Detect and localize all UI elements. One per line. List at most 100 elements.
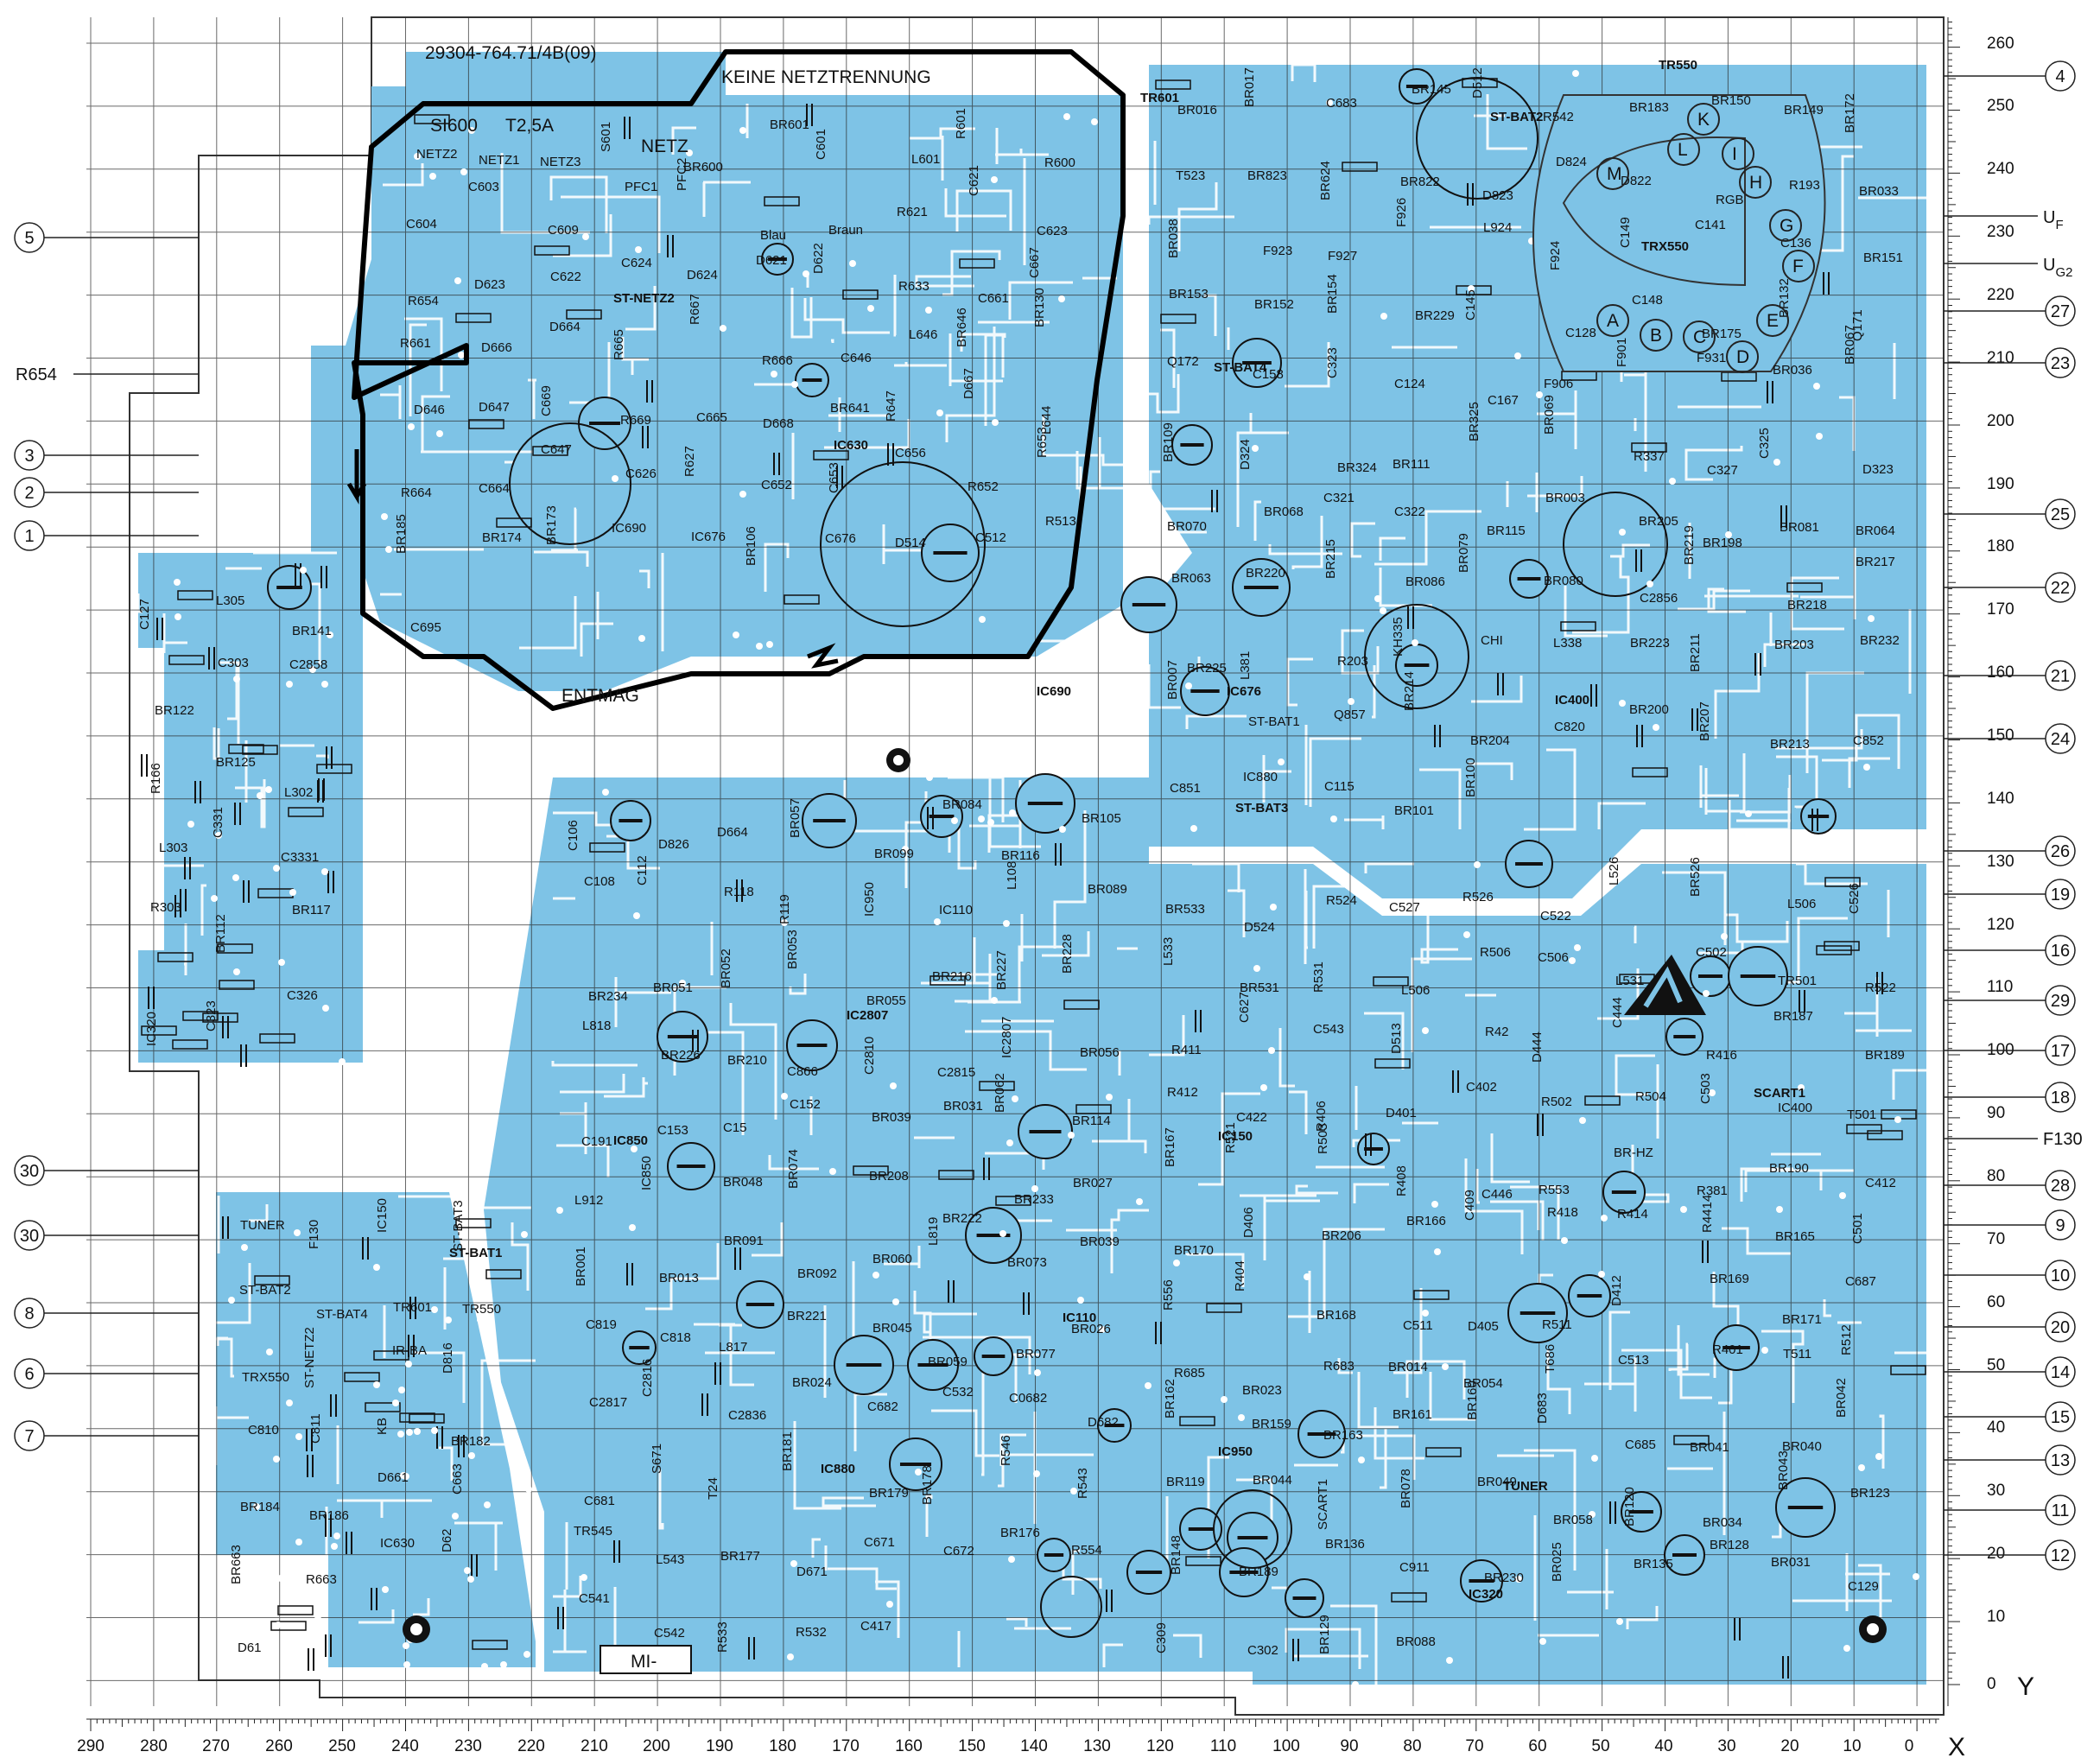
solder-pad: [414, 153, 421, 160]
component-label: D61: [238, 1641, 262, 1655]
x-tick-label: 180: [769, 1737, 796, 1755]
resistor-symbol: [157, 952, 194, 962]
large-component-outline: [509, 422, 631, 545]
copper-trace: [1160, 328, 1176, 388]
component-label: BR217: [1856, 555, 1895, 569]
solder-pad: [1572, 70, 1579, 77]
copper-trace: [1291, 516, 1323, 569]
component-label: C653: [827, 462, 841, 493]
component-label: R512: [1839, 1324, 1854, 1355]
component-label: C503: [1698, 1073, 1713, 1104]
solder-pad: [257, 792, 263, 799]
copper-trace: [1263, 1196, 1320, 1260]
component-label: BR228: [1060, 934, 1075, 974]
component-label: BR160: [1465, 1380, 1480, 1420]
component-label: BR166: [1406, 1214, 1446, 1228]
component-label: C532: [942, 1385, 974, 1399]
solder-pad: [1703, 990, 1710, 997]
component-label: TR601: [393, 1300, 432, 1315]
copper-trace: [1372, 665, 1376, 719]
component-label: R542: [1543, 110, 1574, 124]
y-tick-label: 260: [1987, 35, 2014, 53]
copper-trace: [1374, 1407, 1424, 1460]
component-label: C409: [1462, 1190, 1477, 1221]
solder-pad: [791, 381, 798, 388]
component-label: BR226: [661, 1048, 701, 1063]
component-label: R546: [999, 1435, 1013, 1466]
component-label: L108: [1005, 861, 1019, 890]
component-label: D512: [1470, 67, 1485, 98]
board-label-connector: ST-BAT2: [1490, 110, 1543, 124]
component-label: RGB: [1716, 193, 1744, 207]
crt-pin-pad: [1756, 304, 1789, 337]
copper-trace: [1236, 431, 1289, 527]
board-label-connector: ST-BAT1: [449, 1246, 502, 1260]
copper-trace: [1610, 543, 1650, 558]
solder-pad: [1442, 1363, 1449, 1370]
x-tick-label: 200: [643, 1737, 670, 1755]
solder-pad: [403, 1642, 409, 1649]
copper-trace: [998, 1448, 1005, 1488]
component-label: BR001: [574, 1247, 588, 1286]
solder-pad: [187, 821, 194, 828]
component-label: R381: [1697, 1184, 1728, 1198]
component-label: R511: [1542, 1317, 1572, 1332]
solder-pad: [1761, 1347, 1768, 1354]
solder-pad: [1863, 764, 1870, 771]
x-tick-label: 240: [391, 1737, 419, 1755]
copper-trace: [1707, 587, 1746, 613]
component-label: C167: [1488, 393, 1519, 408]
component-label: R502: [1541, 1095, 1572, 1109]
board-label-ic: IC676: [1227, 684, 1261, 699]
copper-trace: [645, 1243, 720, 1311]
solder-pad: [398, 1387, 405, 1393]
crt-pin-letter: M: [1607, 164, 1622, 184]
solder-pad: [1070, 1488, 1077, 1495]
y-tick-label: 20: [1987, 1545, 2005, 1563]
solder-pad: [392, 1399, 399, 1406]
solder-pad: [633, 912, 640, 919]
callout-number: 3: [24, 447, 34, 466]
callout-number: 15: [2051, 1408, 2070, 1427]
x-axis-title: X: [1948, 1733, 1965, 1758]
component-label: D664: [549, 320, 581, 334]
callout-number: 27: [2051, 302, 2070, 321]
solder-pad: [309, 666, 316, 673]
component-label: BR122: [155, 703, 194, 718]
copper-trace: [942, 250, 1001, 296]
solder-pad: [915, 1469, 922, 1476]
resistor-symbol: [472, 1640, 508, 1650]
y-tick-label: 220: [1987, 286, 2014, 304]
callout-label-base: U: [2043, 256, 2055, 275]
solder-pad: [1221, 1396, 1228, 1403]
callout-number: 25: [2051, 505, 2070, 524]
crt-pin-letter: F: [1792, 257, 1804, 276]
solder-pad: [631, 1146, 638, 1152]
solder-pad: [978, 816, 985, 822]
resistor-symbol: [1456, 285, 1492, 295]
copper-trace: [1626, 1606, 1659, 1629]
solder-pad: [300, 567, 307, 574]
copper-trace: [413, 1598, 430, 1616]
solder-pad: [679, 980, 686, 987]
x-tick-label: 120: [1146, 1737, 1174, 1755]
component-label: BR017: [1242, 67, 1257, 107]
solder-pad: [1304, 1273, 1310, 1280]
copper-trace: [1357, 1372, 1399, 1429]
component-label: Blau: [760, 228, 786, 243]
copper-trace: [337, 1499, 432, 1518]
component-label: R633: [898, 279, 929, 294]
component-label: BR038: [1166, 219, 1181, 258]
solder-pad: [771, 371, 777, 378]
solder-pad: [1561, 1237, 1568, 1244]
component-label: C148: [1632, 293, 1663, 308]
y-tick-label: 10: [1987, 1608, 2005, 1626]
component-label: D324: [1238, 439, 1253, 470]
y-tick-label: 160: [1987, 663, 2014, 682]
copper-trace: [658, 1469, 664, 1530]
x-tick-label: 270: [202, 1737, 230, 1755]
resistor-symbol: [534, 245, 570, 256]
solder-pad: [1619, 529, 1626, 536]
solder-pad: [525, 1486, 532, 1493]
